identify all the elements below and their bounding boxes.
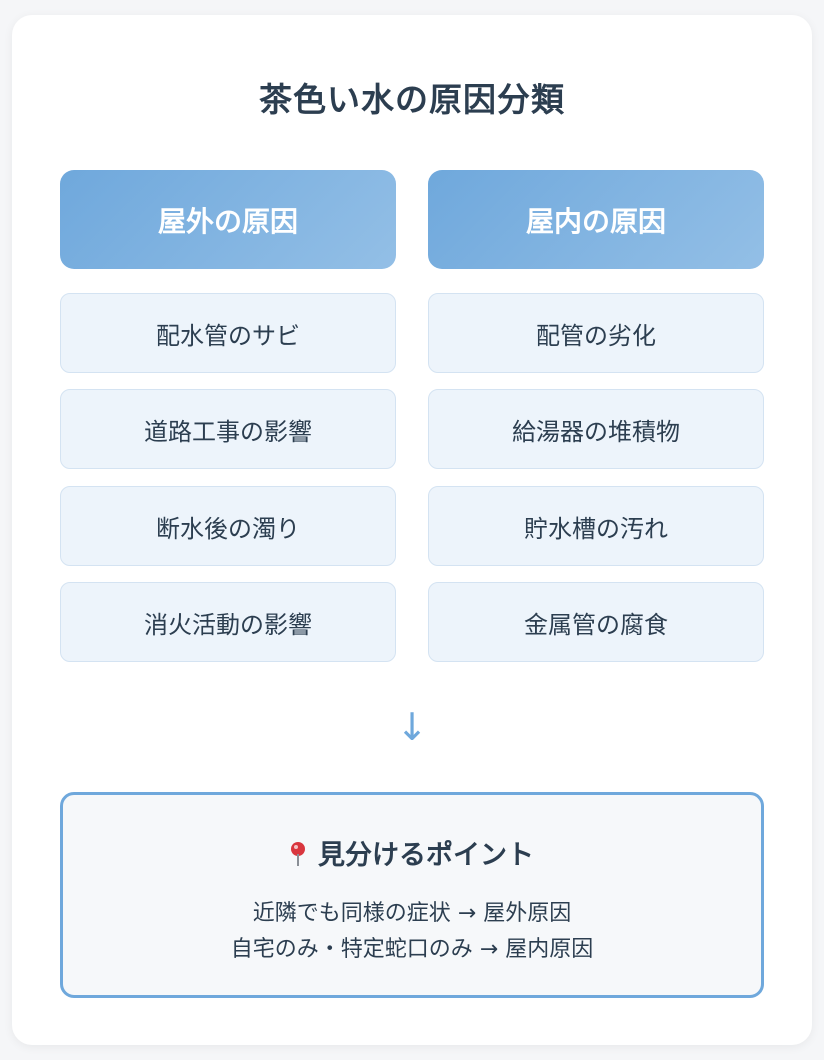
indoor-cause-item: 貯水槽の汚れ bbox=[428, 486, 764, 566]
point-title: 見分けるポイント bbox=[63, 833, 761, 872]
indoor-cause-item: 配管の劣化 bbox=[428, 293, 764, 373]
outdoor-cause-item: 断水後の濁り bbox=[60, 486, 396, 566]
indoor-cause-item: 金属管の腐食 bbox=[428, 582, 764, 662]
indoor-cause-item: 給湯器の堆積物 bbox=[428, 389, 764, 469]
point-line-indoor: 自宅のみ・特定蛇口のみ → 屋内原因 bbox=[230, 937, 594, 962]
outdoor-causes-header: 屋外の原因 bbox=[60, 170, 396, 269]
outdoor-cause-item: 配水管のサビ bbox=[60, 293, 396, 373]
pushpin-icon bbox=[290, 842, 306, 866]
outdoor-cause-item: 消火活動の影響 bbox=[60, 582, 396, 662]
outdoor-cause-item: 道路工事の影響 bbox=[60, 389, 396, 469]
diagram-title: 茶色い水の原因分類 bbox=[259, 80, 565, 119]
down-arrow-icon: ↓ bbox=[396, 705, 428, 749]
indoor-causes-header: 屋内の原因 bbox=[428, 170, 764, 269]
diagram-card: 茶色い水の原因分類 屋外の原因 屋内の原因 配水管のサビ 道路工事の影響 断水後… bbox=[12, 15, 812, 1045]
point-title-text: 見分けるポイント bbox=[318, 840, 534, 871]
point-line-outdoor: 近隣でも同様の症状 → 屋外原因 bbox=[252, 901, 572, 926]
identification-point-box: 見分けるポイント 近隣でも同様の症状 → 屋外原因 自宅のみ・特定蛇口のみ → … bbox=[60, 792, 764, 998]
